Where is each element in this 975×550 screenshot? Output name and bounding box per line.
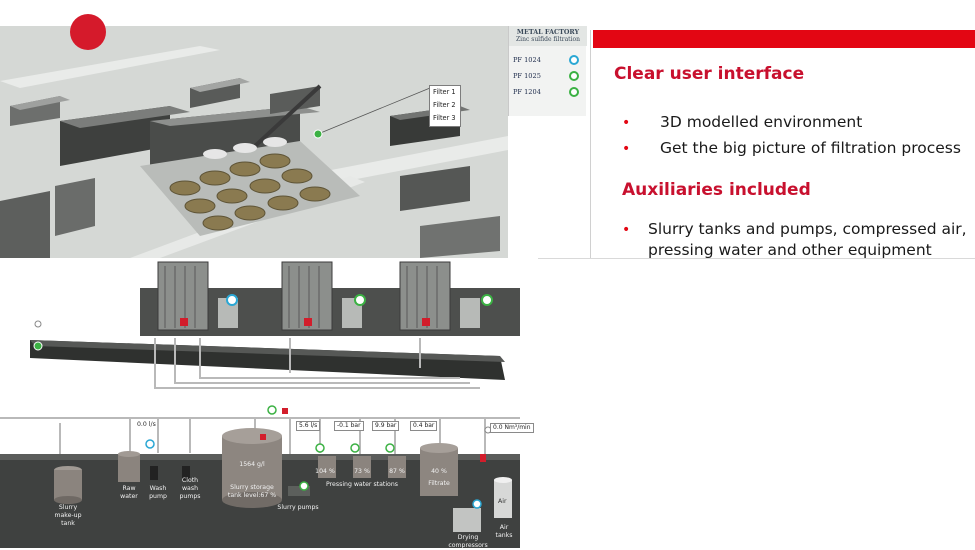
status-ring-icon — [569, 71, 579, 81]
accent-bar — [593, 30, 975, 48]
heading-auxiliaries: Auxiliaries included — [622, 180, 811, 200]
pressure-readout-1: -0.1 bar — [334, 421, 364, 431]
status-ring-icon — [569, 55, 579, 65]
bullet-dot: • — [622, 115, 631, 131]
process-schematic-diagram — [0, 261, 520, 548]
status-panel-header — [509, 26, 587, 46]
bullet-auxiliaries-line1: Slurry tanks and pumps, compressed air, — [648, 220, 967, 238]
brand-logo — [70, 14, 106, 50]
drying-compressors-label: Drying compressors — [448, 534, 488, 549]
air-tanks-label: Air tanks — [495, 524, 513, 539]
pressure-readout-2: 9.9 bar — [372, 421, 400, 431]
raw-water-label: Raw water — [120, 485, 138, 500]
pf-unit-row[interactable]: PF 1024 — [513, 54, 583, 66]
process-schematic[interactable]: 0.0 l/s 5.6 l/s -0.1 bar 9.9 bar 0.4 bar… — [0, 258, 534, 549]
flow-readout-left: 0.0 l/s — [137, 421, 156, 428]
cloth-wash-pumps-label: Cloth wash pumps — [179, 477, 201, 500]
wash-pump-label: Wash pump — [149, 485, 167, 500]
bullet-auxiliaries-line2: pressing water and other equipment — [648, 241, 932, 259]
factory-status-panel: METAL FACTORY Zinc sulfide filtration PF… — [508, 26, 587, 116]
filter-3-link[interactable]: Filter 3 — [433, 114, 456, 122]
factory-3d-scene — [0, 26, 508, 258]
pf-unit-row[interactable]: PF 1025 — [513, 70, 583, 82]
pressing-tank-level-1: 104 % — [315, 468, 335, 475]
pf-unit-label[interactable]: PF 1024 — [513, 56, 541, 64]
pressing-tank-level-3: 87 % — [389, 468, 405, 475]
pf-unit-label[interactable]: PF 1204 — [513, 88, 541, 96]
slurry-makeup-tank-label: Slurry make-up tank — [54, 504, 82, 527]
pressure-readout-3: 0.4 bar — [410, 421, 438, 431]
pressing-tank-level-2: 73 % — [354, 468, 370, 475]
pf-unit-label[interactable]: PF 1025 — [513, 72, 541, 80]
slurry-pumps-label: Slurry pumps — [277, 504, 319, 511]
filter-1-link[interactable]: Filter 1 — [433, 88, 456, 96]
filter-callout[interactable]: Filter 1 Filter 2 Filter 3 — [429, 85, 461, 127]
heading-clear-ui: Clear user interface — [614, 64, 805, 84]
slurry-storage-tank-label: Slurry storage tank level:67 % — [227, 484, 277, 499]
bullet-3d-environment: 3D modelled environment — [660, 113, 863, 131]
air-label: Air — [498, 498, 507, 505]
flow-readout-mid: 5.6 l/s — [296, 421, 321, 431]
bullet-dot: • — [622, 141, 631, 157]
bullet-big-picture: Get the big picture of filtration proces… — [660, 139, 961, 157]
status-ring-icon — [569, 87, 579, 97]
status-panel-subtitle: Zinc sulfide filtration — [516, 36, 580, 43]
vertical-divider — [590, 30, 591, 258]
filter-2-link[interactable]: Filter 2 — [433, 101, 456, 109]
horizontal-divider — [538, 258, 975, 259]
factory-3d-view[interactable]: Filter 1 Filter 2 Filter 3 — [0, 26, 508, 258]
bullet-dot: • — [622, 222, 631, 238]
air-flow-readout: 0.0 Nm³/min — [490, 423, 534, 433]
pressing-water-stations-label: Pressing water stations — [326, 481, 398, 488]
filtrate-level-label: 40 % — [431, 468, 447, 475]
status-panel-title: METAL FACTORY — [516, 28, 580, 36]
storage-concentration-label: 1564 g/l — [239, 461, 265, 468]
pf-unit-row[interactable]: PF 1204 — [513, 86, 583, 98]
filtrate-label: Filtrate — [428, 480, 450, 487]
